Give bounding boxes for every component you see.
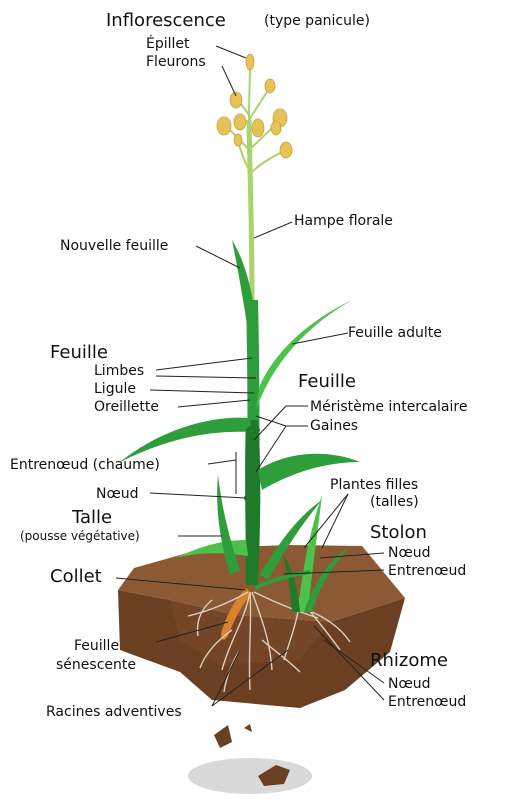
label-node: Nœud <box>96 486 139 502</box>
label-panicle-type: (type panicule) <box>264 13 370 29</box>
label-adventitious-roots: Racines adventives <box>46 704 182 720</box>
left-leaf-shape <box>120 418 252 462</box>
label-senescent-leaf-1: Feuille <box>74 638 119 654</box>
label-rhizome-node: Nœud <box>388 676 431 692</box>
label-senescent-leaf-2: sénescente <box>56 657 136 673</box>
label-tillers: (talles) <box>370 494 419 510</box>
adult-leaf-shape <box>256 300 352 410</box>
label-rhizome: Rhizome <box>370 650 448 671</box>
label-new-leaf: Nouvelle feuille <box>60 238 168 254</box>
label-spikelet: Épillet <box>146 35 190 52</box>
label-leaf-right: Feuille <box>298 371 356 392</box>
ground-shadow <box>188 758 312 794</box>
label-intercalary-meristem: Méristème intercalaire <box>310 399 467 415</box>
label-inflorescence: Inflorescence <box>106 10 226 31</box>
label-leaf-left: Feuille <box>50 342 108 363</box>
label-sheaths: Gaines <box>310 418 358 434</box>
label-florets: Fleurons <box>146 54 206 70</box>
label-rhizome-internode: Entrenœud <box>388 694 466 710</box>
label-blades: Limbes <box>94 363 144 379</box>
spikelets <box>217 54 292 158</box>
label-flower-stalk: Hampe florale <box>294 213 393 229</box>
label-stolon-node: Nœud <box>388 545 431 561</box>
label-auricle: Oreillette <box>94 399 159 415</box>
label-stolon: Stolon <box>370 522 427 543</box>
label-adult-leaf: Feuille adulte <box>348 325 442 341</box>
label-internode-culm: Entrenœud (chaume) <box>10 457 160 473</box>
node-shape <box>246 426 260 434</box>
label-stolon-internode: Entrenœud <box>388 563 466 579</box>
node-shape <box>244 493 260 503</box>
label-ligule: Ligule <box>94 381 136 397</box>
soil-clod <box>214 725 232 748</box>
label-daughter-plants: Plantes filles <box>330 477 418 493</box>
label-collar: Collet <box>50 566 102 587</box>
soil-clod <box>244 724 252 732</box>
label-vegetative-shoot: (pousse végétative) <box>20 529 140 543</box>
label-tiller: Talle <box>71 507 112 528</box>
